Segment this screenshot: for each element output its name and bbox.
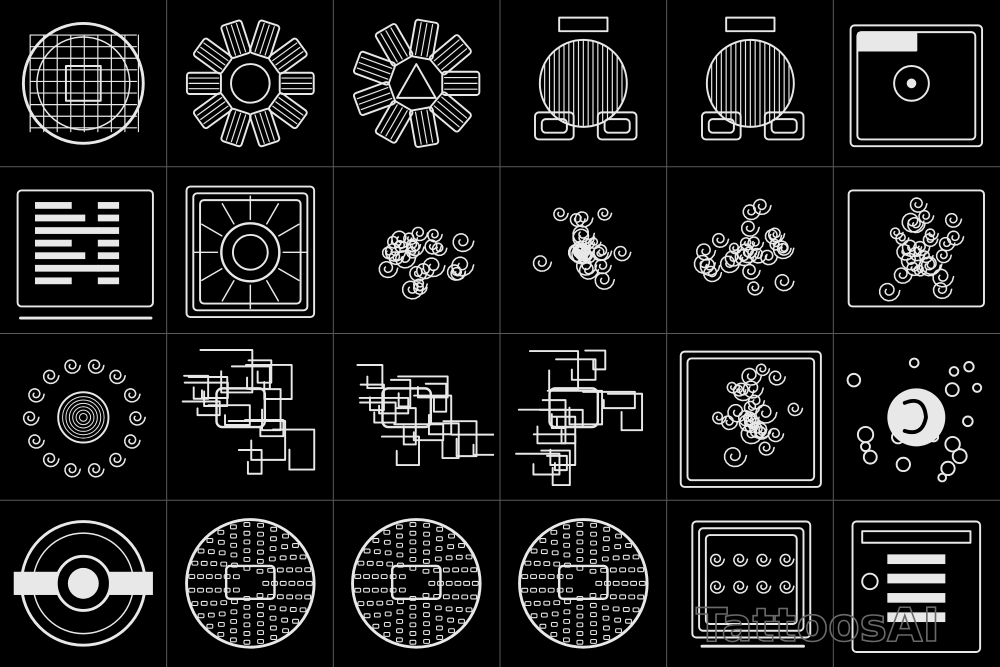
tile-artwork xyxy=(700,16,805,141)
tile-artwork xyxy=(22,358,146,478)
tile-artwork xyxy=(518,518,649,649)
tattoo-design-tile xyxy=(173,173,328,328)
tattoo-design-tile xyxy=(173,6,328,161)
tile-artwork xyxy=(534,16,638,141)
tattoo-design-tile xyxy=(673,340,828,495)
tattoo-design-tile xyxy=(6,173,161,328)
tattoo-design-tile xyxy=(339,6,494,161)
tattoo-design-tile xyxy=(839,173,994,328)
tattoo-design-tile xyxy=(339,506,494,661)
tile-artwork xyxy=(532,207,632,290)
tile-artwork xyxy=(691,520,811,648)
tile-artwork xyxy=(378,226,475,300)
tattoo-design-tile xyxy=(506,6,661,161)
tattoo-design-tile xyxy=(673,173,828,328)
tattoo-design-tile xyxy=(173,340,328,495)
tattoo-design-tile xyxy=(506,340,661,495)
watermark-text: TattoosAI xyxy=(696,598,940,652)
tile-artwork xyxy=(849,24,984,148)
tile-artwork xyxy=(13,520,153,647)
tattoo-design-tile xyxy=(673,6,828,161)
tattoo-design-tile xyxy=(339,173,494,328)
tattoo-design-tile xyxy=(506,506,661,661)
tile-artwork xyxy=(351,518,482,649)
tile-artwork xyxy=(21,21,145,145)
tile-artwork xyxy=(185,185,315,318)
watermark-logo: TattoosAI xyxy=(695,597,940,653)
tattoo-design-tile xyxy=(839,506,994,661)
tile-artwork xyxy=(16,189,154,320)
tattoo-design-tile xyxy=(673,506,828,661)
tile-artwork xyxy=(184,518,316,649)
tile-artwork xyxy=(515,349,644,486)
tile-artwork xyxy=(356,363,494,466)
tile-artwork xyxy=(353,18,481,148)
tattoo-design-tile xyxy=(6,506,161,661)
tattoo-design-tile xyxy=(173,506,328,661)
tattoo-design-tile xyxy=(6,6,161,161)
tile-artwork xyxy=(851,520,982,654)
tattoo-design-tile xyxy=(839,6,994,161)
tile-artwork xyxy=(693,198,795,296)
tattoo-design-tile xyxy=(6,340,161,495)
tattoo-design-tile xyxy=(339,340,494,495)
tile-artwork xyxy=(846,357,983,482)
tile-artwork xyxy=(185,19,315,148)
tattoo-design-tile xyxy=(506,173,661,328)
tile-artwork xyxy=(181,348,315,475)
tile-artwork xyxy=(679,350,822,488)
tattoo-design-tile xyxy=(839,340,994,495)
tile-artwork xyxy=(848,189,986,308)
